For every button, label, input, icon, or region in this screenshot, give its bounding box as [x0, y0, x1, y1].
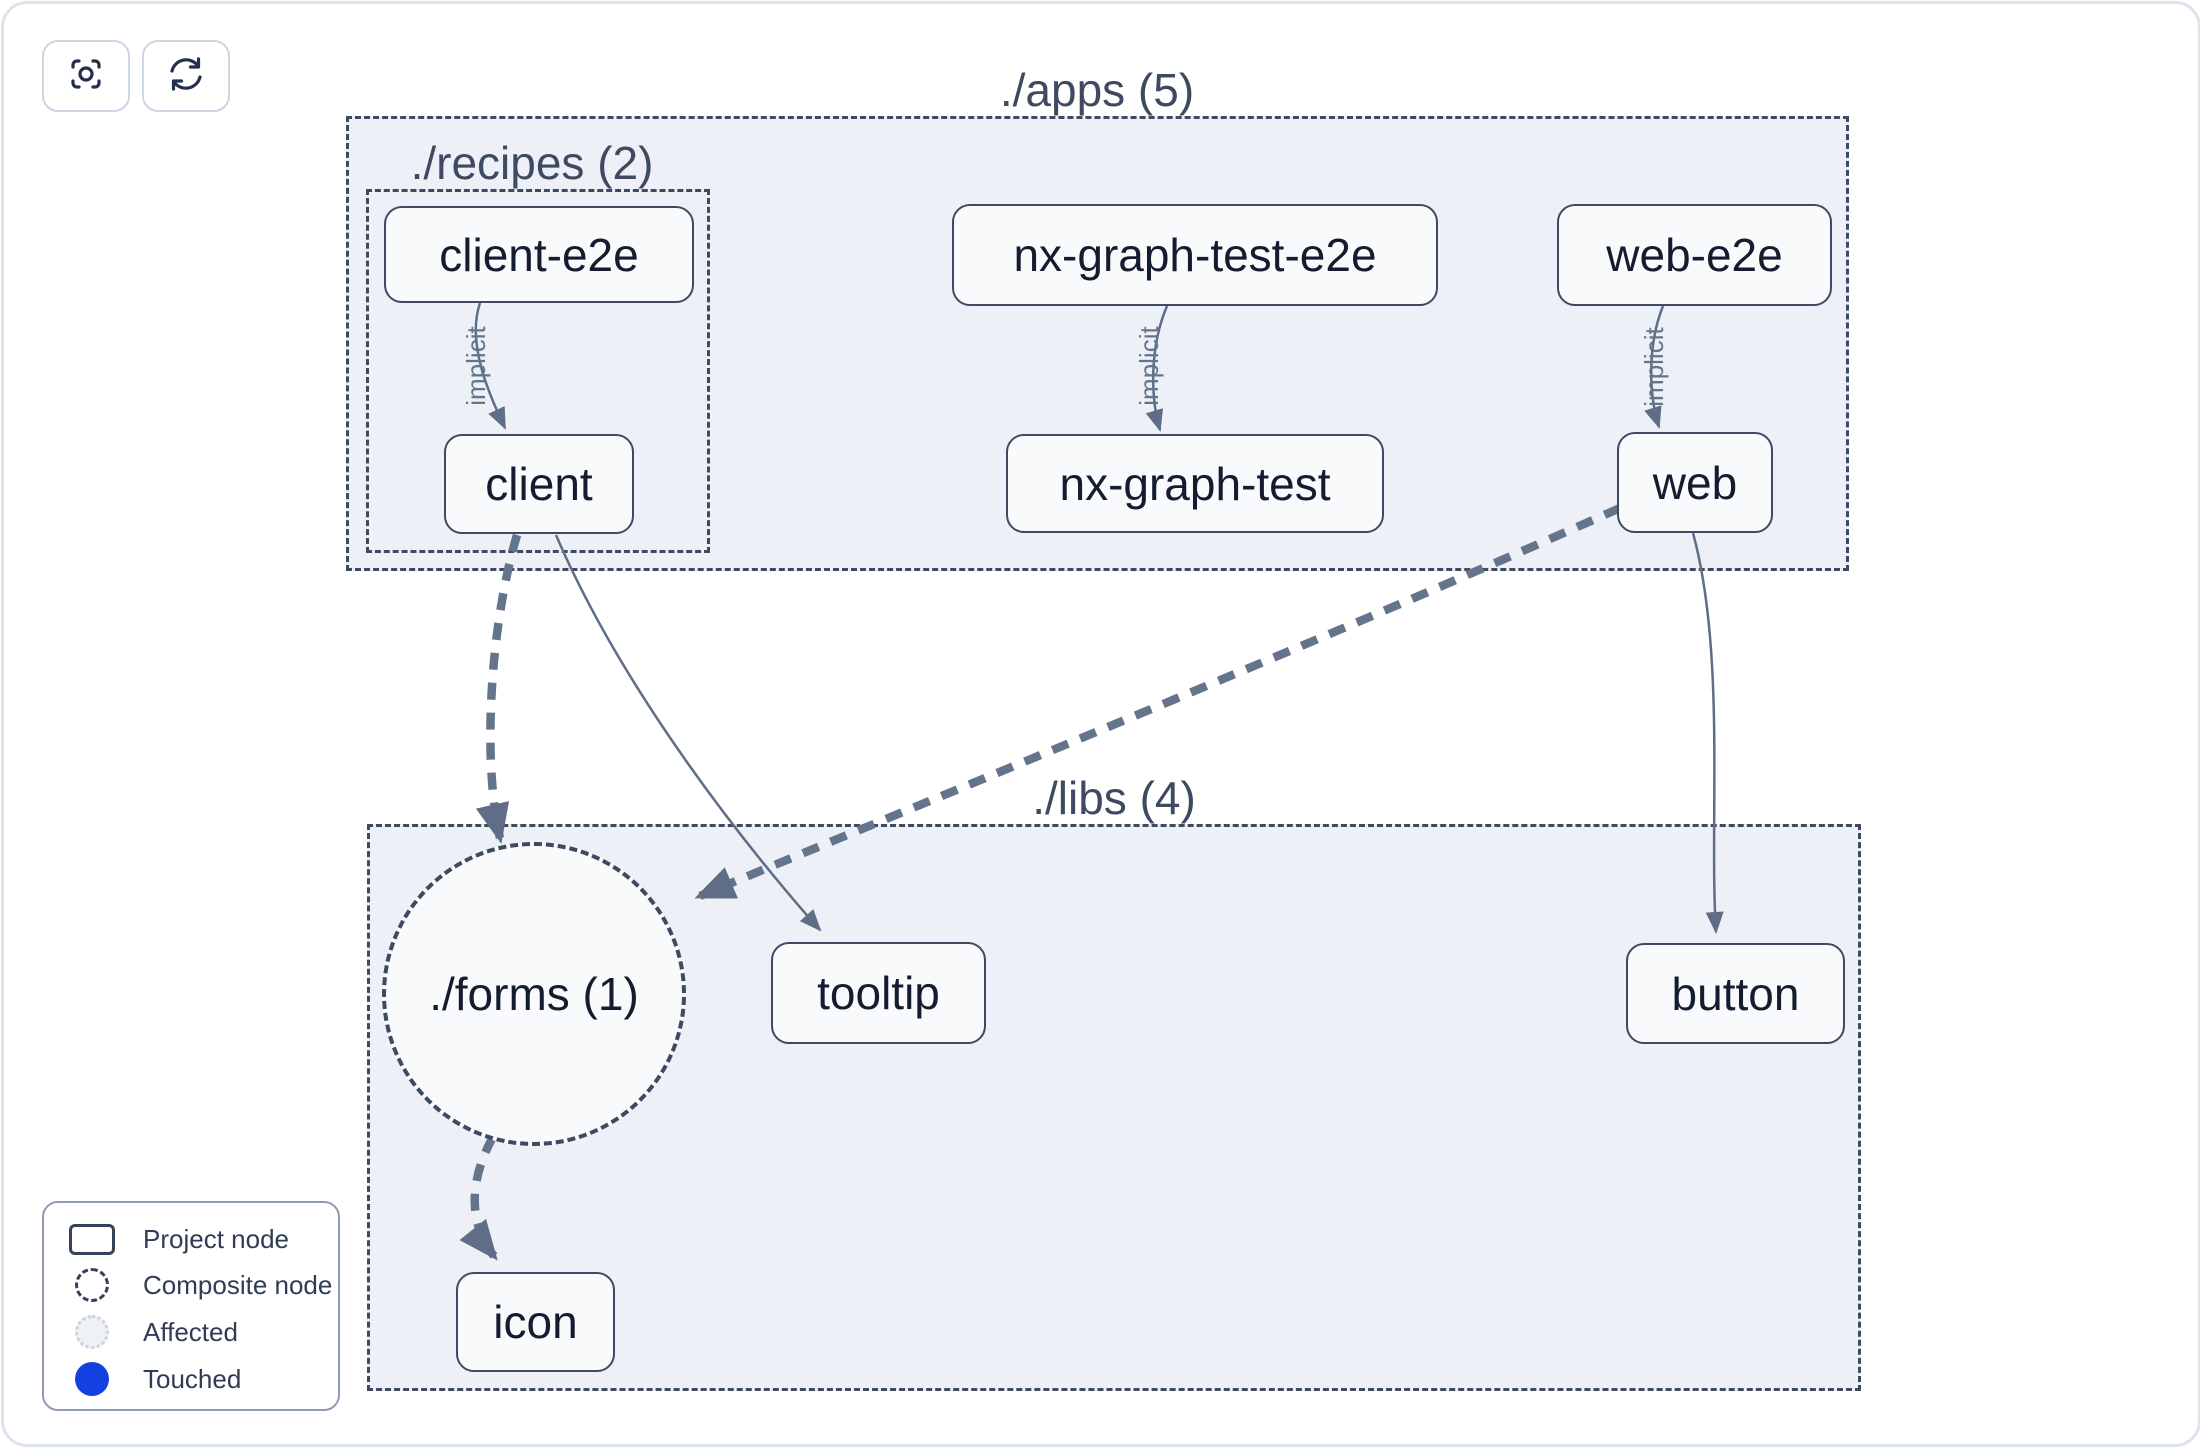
legend-label: Composite node [143, 1269, 333, 1300]
focus-button[interactable] [42, 40, 130, 112]
node-client[interactable]: client [444, 434, 634, 534]
node-client-e2e[interactable]: client-e2e [384, 206, 694, 303]
edge-web-button [1691, 532, 1724, 934]
refresh-icon [163, 51, 209, 102]
legend-item-project-node: Project node [44, 1217, 338, 1261]
legend-label: Touched [143, 1363, 242, 1394]
composite-node-icon [75, 1268, 109, 1302]
legend: Project node Composite node Affected Tou… [42, 1201, 340, 1411]
node-button[interactable]: button [1626, 943, 1845, 1044]
edge-label-implicit: implicit [1639, 327, 1669, 407]
affected-icon [75, 1315, 109, 1349]
node-web-e2e[interactable]: web-e2e [1557, 204, 1832, 306]
edge-webe2e-web [1644, 305, 1665, 429]
legend-item-affected: Affected [44, 1310, 338, 1354]
edge-web-forms [694, 504, 1622, 900]
group-apps-label: ./apps (5) [999, 64, 1195, 116]
touched-icon [75, 1362, 109, 1396]
group-recipes-label: ./recipes (2) [410, 137, 654, 189]
edge-client-tooltip [554, 534, 822, 932]
node-nx-graph-test-e2e[interactable]: nx-graph-test-e2e [952, 204, 1438, 306]
node-icon[interactable]: icon [456, 1272, 615, 1372]
edge-client-forms [475, 533, 522, 844]
refresh-button[interactable] [142, 40, 230, 112]
focus-icon [63, 51, 109, 102]
node-web[interactable]: web [1617, 432, 1773, 533]
edge-label-implicit: implicit [461, 326, 491, 406]
legend-label: Affected [143, 1316, 238, 1347]
edge-cliente2e-client [474, 302, 507, 430]
node-tooltip[interactable]: tooltip [771, 942, 986, 1044]
legend-item-touched: Touched [44, 1357, 338, 1401]
project-node-icon [69, 1223, 115, 1255]
edge-label-implicit: implicit [1134, 326, 1164, 406]
legend-label: Project node [143, 1223, 289, 1254]
edge-forms-icon [459, 1134, 498, 1261]
group-recipes [366, 189, 710, 553]
edge-nxgraphteste2e-nxgraphtest [1145, 305, 1169, 432]
node-forms-composite[interactable]: ./forms (1) [382, 842, 686, 1146]
node-nx-graph-test[interactable]: nx-graph-test [1006, 434, 1384, 533]
group-libs-label: ./libs (4) [1032, 772, 1196, 824]
edges-layer: implicit implicit implicit [459, 302, 1724, 1261]
legend-item-composite-node: Composite node [44, 1263, 338, 1307]
